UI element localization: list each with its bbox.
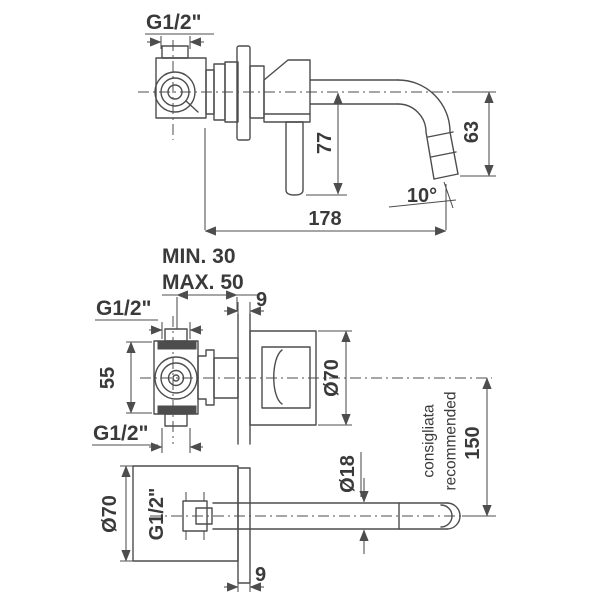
thread-ticks: [185, 492, 205, 540]
bottom-nipple: [164, 413, 188, 427]
elbow-inner-circle: [167, 84, 183, 100]
handle-arc: [273, 349, 283, 405]
cartridge-outer-circle: [154, 356, 198, 400]
cartridge-center: [172, 374, 180, 382]
dim-ext-lines: [120, 465, 134, 562]
dim-ext-lines: [160, 36, 191, 49]
spout-angle-label: 10°: [407, 185, 437, 207]
spout-drop-label: 63: [461, 121, 483, 143]
top-nipple: [164, 328, 188, 342]
elbow-nipple: [161, 45, 189, 59]
dim-ext-lines: [161, 428, 191, 453]
elbow-mid-circle: [160, 77, 190, 107]
wall-plate-bar: [237, 467, 251, 584]
spout-thread-label: G1/2": [146, 488, 168, 541]
bottom-thread-label: G1/2": [93, 422, 148, 445]
spout-outer-bend: [397, 79, 459, 175]
plate-thickness-label: 9: [256, 289, 267, 311]
dim-ext-lines: [204, 128, 447, 230]
spout-fitting: [182, 500, 208, 532]
body-bottom-band: [157, 405, 197, 415]
spout-inner-bend: [397, 103, 435, 180]
side-view: G1/2" 63 10°: [138, 11, 496, 329]
aerator-section-lines: [427, 131, 457, 158]
cartridge-mid-circle: [160, 362, 192, 394]
spout-spacing-label: 150: [462, 426, 484, 459]
wall-lines: [237, 313, 251, 445]
front-section-view: G1/2" 9 Ø70 55 G1/2": [92, 289, 492, 453]
plate-thickness-label: 9: [255, 564, 266, 586]
lever-length-label: 77: [314, 132, 336, 154]
spout-fitting-inner: [195, 507, 213, 525]
dim-ext-lines: [237, 583, 251, 592]
mounting-nut: [224, 61, 239, 123]
plate-diameter-label: Ø70: [99, 495, 121, 533]
recess-min-label: MIN. 30: [162, 245, 236, 268]
plate-diameter-label: Ø70: [321, 359, 343, 397]
elbow-detail: [185, 100, 199, 113]
lever-handle-rod: [285, 121, 304, 196]
body-height-label: 55: [97, 367, 119, 389]
spacing-note-it: consigliata: [421, 404, 438, 478]
spacing-note-en: recommended: [443, 391, 460, 490]
total-depth-label: 178: [308, 208, 341, 230]
recess-max-label: MAX. 50: [162, 271, 244, 294]
elbow-outer-circle: [154, 71, 196, 113]
spout-tip-face: [433, 173, 459, 180]
wall-plate-edge: [236, 45, 251, 141]
spout-end-cap-outer: [446, 502, 461, 530]
handle-side-profile: [261, 346, 311, 409]
bottom-view: Ø70 G1/2" Ø18 9 150 recommended consigli…: [99, 377, 496, 592]
escutcheon-plate-side: [249, 330, 317, 426]
cartridge-inner-circle: [167, 369, 185, 387]
mixer-body: [263, 59, 311, 123]
inlet-thread-label: G1/2": [146, 11, 201, 34]
cartridge-housing-step: [197, 349, 215, 406]
body-top-band: [157, 340, 197, 350]
dim-ext-lines: [237, 302, 251, 316]
dim-ext-lines: [161, 322, 191, 339]
dim-ext-lines: [176, 297, 238, 329]
spout-diameter-label: Ø18: [337, 455, 359, 493]
top-thread-label: G1/2": [96, 297, 151, 320]
spout-tube-lines: [212, 502, 448, 530]
spout-end-cap-inner: [440, 504, 453, 528]
